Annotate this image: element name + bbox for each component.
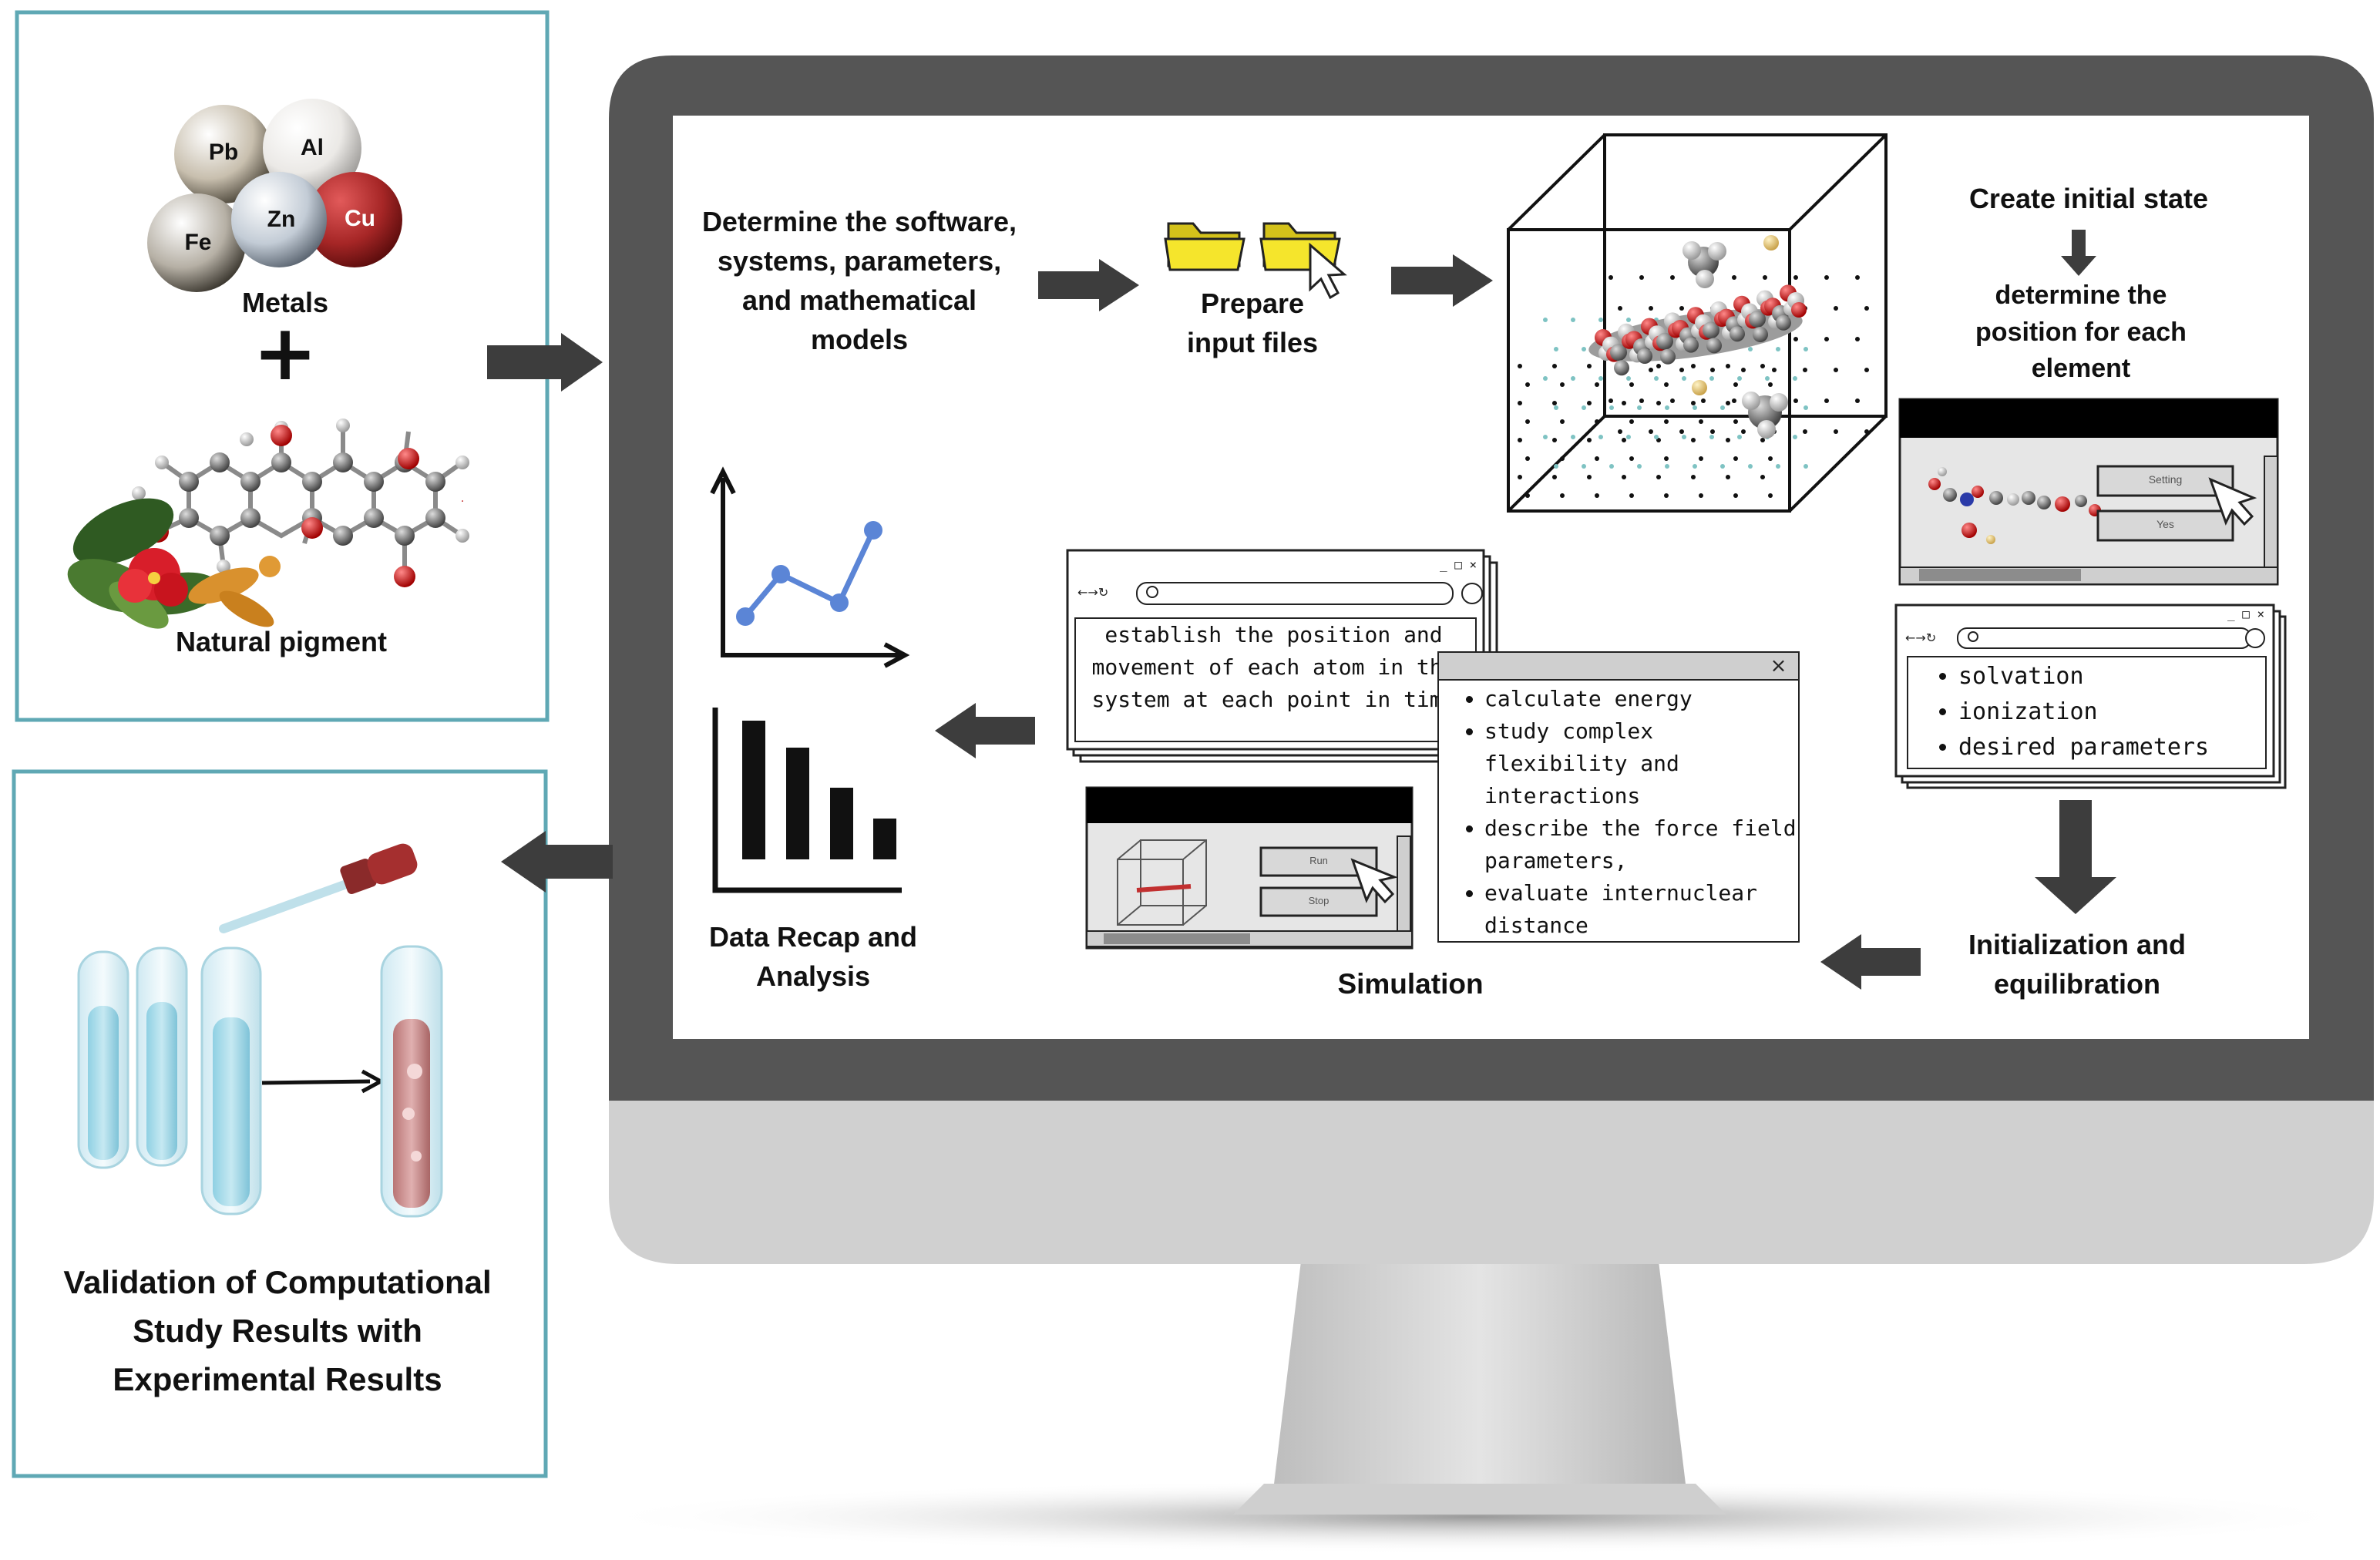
step-initialization-equilibration: Initialization and equilibration	[1968, 929, 2186, 1000]
svg-text:←→↻: ←→↻	[1077, 585, 1108, 600]
calc-list: calculate energy study complex flexibili…	[1435, 683, 1797, 942]
test-tube-4-result	[380, 945, 443, 1218]
metal-label-zn: Zn	[267, 207, 296, 232]
metal-sphere-pb	[174, 105, 273, 203]
metal-label-pb: Pb	[208, 140, 239, 165]
stop-button-frame[interactable]	[1259, 886, 1378, 917]
bar-chart-icon	[712, 708, 902, 893]
mini-simulation-box	[1117, 839, 1207, 926]
yes-button[interactable]: Yes	[2156, 518, 2174, 530]
calc-item: calculate energy	[1484, 683, 1797, 715]
step-data-recap-analysis: Data Recap and Analysis	[708, 921, 918, 993]
solvent-molecules	[1682, 235, 1788, 439]
test-tube-3	[200, 946, 262, 1215]
setting-button[interactable]: Setting	[2148, 473, 2183, 486]
setting-window-molecule	[1928, 467, 2101, 544]
plus-sign: +	[253, 308, 318, 398]
line-chart-icon	[710, 466, 910, 668]
calc-item: describe the force field parameters,	[1484, 812, 1797, 877]
arrow-params-to-init	[2035, 800, 2116, 914]
step-prepare-input-files: Prepare input files	[1187, 287, 1318, 359]
arrow-inputs-to-monitor	[487, 333, 603, 392]
stop-button[interactable]: Stop	[1308, 895, 1330, 906]
search-icon	[1968, 631, 1978, 642]
svg-text:←→↻: ←→↻	[1905, 630, 1936, 645]
metal-label-fe: Fe	[184, 230, 212, 255]
validation-title: Validation of Computational Study Result…	[63, 1264, 492, 1397]
address-bar[interactable]	[1136, 582, 1454, 605]
arrow-determine-to-prepare	[1038, 259, 1139, 311]
calc-item: evaluate internuclear distance	[1484, 877, 1797, 942]
step-simulation: Simulation	[1337, 968, 1484, 1000]
arrow-create-to-position	[2061, 230, 2096, 276]
cursor-icon	[1350, 858, 1399, 904]
arrow-monitor-to-validation	[501, 831, 613, 893]
params-item: ionization	[1958, 694, 2266, 730]
metals-label: Metals	[241, 287, 329, 318]
test-tube-2	[136, 946, 188, 1167]
params-item: desired parameters	[1958, 730, 2266, 765]
step-determine-models: Determine the software, systems, paramet…	[701, 206, 1017, 356]
trajectory-text: establish the position and movement of e…	[1091, 622, 1456, 712]
search-icon	[1146, 586, 1158, 598]
folder-icon	[1164, 222, 1245, 271]
metal-label-cu: Cu	[345, 206, 375, 231]
calc-item: study complex flexibility and interactio…	[1484, 715, 1797, 812]
svg-text:_ □ ×: _ □ ×	[2227, 607, 2264, 621]
metal-sphere-fe	[147, 193, 246, 292]
arrow-prepare-to-box	[1391, 254, 1493, 307]
cursor-icon	[1309, 242, 1347, 300]
close-icon[interactable]: ×	[1770, 654, 1787, 677]
params-item: solvation	[1958, 659, 2266, 694]
reaction-arrow	[261, 1079, 371, 1085]
arrow-init-to-simulation	[1820, 934, 1921, 990]
natural-pigment-label: Natural pigment	[175, 626, 388, 657]
svg-text:_ □ ×: _ □ ×	[1440, 557, 1477, 572]
metal-sphere-zn	[231, 172, 327, 267]
test-tube-1	[77, 950, 129, 1169]
cursor-icon	[2208, 477, 2257, 526]
params-list: solvation ionization desired parameters	[1908, 659, 2266, 765]
step-create-initial-state: Create initial state	[1968, 183, 2209, 214]
run-button[interactable]: Run	[1309, 855, 1328, 866]
metal-label-al: Al	[301, 135, 324, 160]
hibiscus-flower	[118, 548, 188, 607]
yes-button-frame[interactable]	[2096, 509, 2234, 542]
turmeric-root	[188, 556, 281, 627]
metal-sphere-cu	[307, 172, 402, 267]
molecule-chain	[1588, 284, 1807, 376]
step-determine-position: determine the position for each element	[1975, 281, 2187, 384]
arrow-simulation-to-analysis	[935, 703, 1035, 758]
dropper-icon	[219, 843, 418, 933]
